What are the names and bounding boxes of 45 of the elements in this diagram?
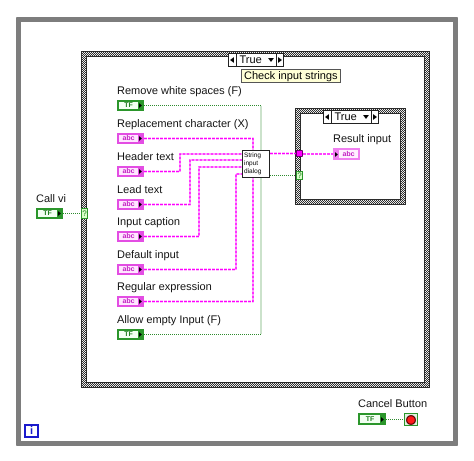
terminal-label: Header text (117, 151, 174, 164)
string-control-terminal (117, 264, 144, 275)
wire (144, 166, 242, 238)
wire (270, 175, 296, 176)
wire (144, 173, 242, 270)
wire (144, 178, 262, 335)
terminal-label: Default input (117, 249, 179, 262)
wire (144, 138, 254, 150)
string-control-terminal (117, 199, 144, 210)
tunnel (296, 150, 303, 157)
string-control-terminal (117, 166, 144, 177)
loop-iteration-terminal: i (24, 424, 39, 438)
terminal-label: Allow empty Input (F) (117, 314, 221, 327)
terminal-label: Input caption (117, 216, 180, 229)
string-control-terminal (117, 133, 144, 144)
wire (144, 159, 242, 206)
case-value: True (330, 111, 362, 123)
wire (144, 153, 242, 172)
wire (270, 152, 296, 154)
terminal-label: Lead text (117, 184, 162, 197)
wire (303, 153, 333, 155)
terminal-label: Regular expression (117, 281, 212, 294)
boolean-control-terminal (358, 413, 386, 425)
terminal-label: Cancel Button (358, 398, 428, 411)
while-loop-frame (16, 17, 458, 446)
string-control-terminal (117, 231, 144, 242)
terminal-label: Call vi (36, 193, 66, 206)
terminal-label: Replacement character (X) (117, 118, 248, 131)
wire (144, 178, 254, 302)
boolean-control-terminal (36, 208, 63, 219)
case-selector-terminal: ? (296, 171, 303, 180)
wire (144, 105, 262, 150)
boolean-control-terminal (117, 100, 144, 111)
wire (62, 213, 82, 214)
boolean-control-terminal (117, 329, 144, 340)
case-value: True (236, 54, 268, 66)
string-control-terminal (117, 296, 144, 307)
terminal-label: Remove white spaces (F) (117, 85, 242, 98)
case-selector-terminal: ? (81, 208, 88, 219)
case-structure (295, 108, 406, 205)
terminal-label: Result input (333, 133, 392, 146)
subdiagram-label: Check input strings (241, 69, 341, 83)
string-indicator-terminal (333, 148, 360, 160)
wire (386, 419, 404, 420)
case-structure (81, 51, 430, 388)
